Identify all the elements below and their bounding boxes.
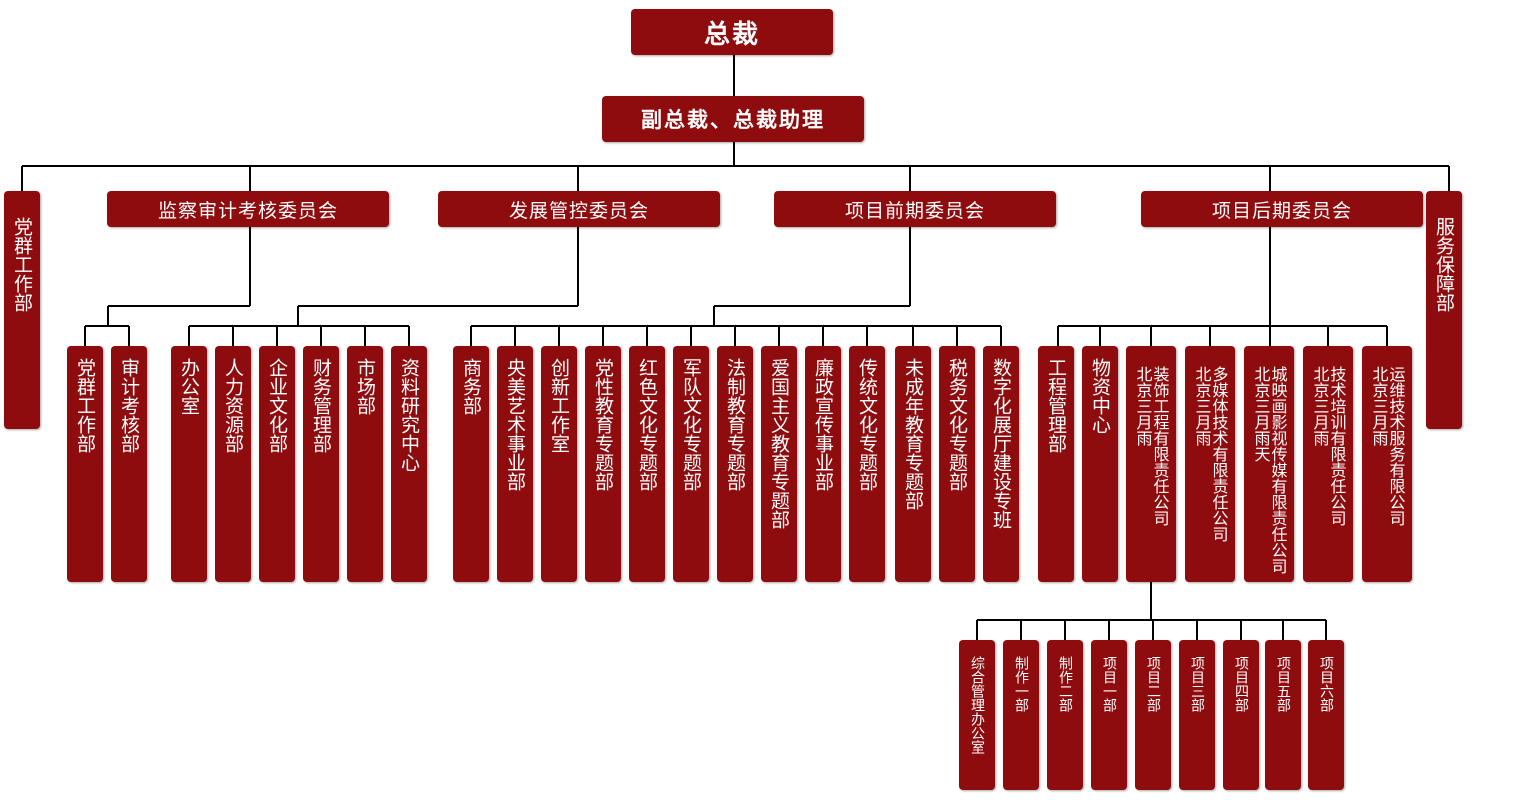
committee-audit-label: 监察审计考核委员会 [157,199,338,222]
early-dept-box: 商务部 [453,346,489,582]
sub-dept-label: 制作二部 [1057,656,1073,712]
early-dept-box: 爱国主义教育专题部 [761,346,797,582]
early-dept-box: 数字化展厅建设专班 [983,346,1019,582]
dev-dept-box: 资料研究中心 [391,346,427,582]
company-name-label: 运维技术服务有限公司 [1386,366,1406,526]
committee-development-box: 发展管控委员会 [438,191,720,227]
company-prefix-label: 北京三月雨天 [1251,366,1271,462]
dev-dept-label: 企业文化部 [266,358,288,453]
late-dept-label: 工程管理部 [1045,358,1067,453]
early-dept-label: 数字化展厅建设专班 [990,358,1012,529]
vp-label: 副总裁、总裁助理 [641,108,825,132]
service-support-dept-label: 服务保障部 [1433,217,1455,312]
late-dept-label: 物资中心 [1089,358,1111,434]
early-dept-label: 央美艺术事业部 [504,358,526,491]
early-dept-label: 传统文化专题部 [856,358,878,491]
audit-dept-box: 党群工作部 [67,346,103,582]
early-dept-label: 创新工作室 [548,358,570,453]
committee-development-label: 发展管控委员会 [508,199,649,222]
early-dept-box: 廉政宣传事业部 [805,346,841,582]
sub-dept-box: 项目三部 [1179,640,1215,790]
sub-dept-box: 制作二部 [1047,640,1083,790]
company-prefix-label: 北京三月雨 [1310,366,1330,446]
early-dept-box: 未成年教育专题部 [895,346,931,582]
dev-dept-box: 人力资源部 [215,346,251,582]
early-dept-box: 税务文化专题部 [939,346,975,582]
early-dept-label: 军队文化专题部 [680,358,702,491]
dev-dept-label: 人力资源部 [222,358,244,453]
company-name-label: 城映画影视传媒有限责任公司 [1268,366,1288,574]
ceo-label: 总裁 [703,19,760,50]
early-dept-label: 商务部 [460,358,482,415]
committee-late-project-label: 项目后期委员会 [1211,199,1352,222]
committee-audit-box: 监察审计考核委员会 [107,191,389,227]
company-name-label: 多媒体技术有限责任公司 [1209,366,1229,542]
dev-dept-box: 企业文化部 [259,346,295,582]
early-dept-label: 法制教育专题部 [724,358,746,491]
dev-dept-label: 市场部 [354,358,376,415]
service-support-dept-box: 服务保障部 [1426,191,1462,429]
committee-early-project-label: 项目前期委员会 [844,199,985,222]
dev-dept-box: 财务管理部 [303,346,339,582]
sub-dept-label: 项目一部 [1101,656,1117,712]
sub-dept-label: 项目三部 [1189,656,1205,712]
sub-dept-label: 项目五部 [1275,656,1291,712]
company-name-label: 技术培训有限责任公司 [1327,366,1347,526]
late-dept-box: 物资中心 [1082,346,1118,582]
sub-dept-box: 项目二部 [1135,640,1171,790]
company-prefix-label: 北京三月雨 [1369,366,1389,446]
early-dept-label: 未成年教育专题部 [902,358,924,510]
ceo-box: 总裁 [631,9,833,55]
dev-dept-box: 市场部 [347,346,383,582]
early-dept-box: 法制教育专题部 [717,346,753,582]
early-dept-box: 传统文化专题部 [849,346,885,582]
early-dept-box: 央美艺术事业部 [497,346,533,582]
sub-dept-box: 项目一部 [1091,640,1127,790]
dev-dept-label: 办公室 [178,358,200,415]
sub-dept-box: 项目五部 [1265,640,1301,790]
sub-dept-label: 制作一部 [1013,656,1029,712]
company-box: 北京三月雨 多媒体技术有限责任公司 [1185,346,1235,582]
party-work-dept-label: 党群工作部 [11,217,33,312]
late-dept-box: 工程管理部 [1038,346,1074,582]
early-dept-box: 红色文化专题部 [629,346,665,582]
committee-late-project-box: 项目后期委员会 [1141,191,1423,227]
sub-dept-label: 项目二部 [1145,656,1161,712]
sub-dept-box: 项目四部 [1223,640,1259,790]
early-dept-label: 党性教育专题部 [592,358,614,491]
company-box: 北京三月雨 装饰工程有限责任公司 [1126,346,1176,582]
sub-dept-label: 项目四部 [1233,656,1249,712]
party-work-dept-box: 党群工作部 [4,191,40,429]
company-box: 北京三月雨天 城映画影视传媒有限责任公司 [1244,346,1294,582]
early-dept-label: 税务文化专题部 [946,358,968,491]
early-dept-box: 军队文化专题部 [673,346,709,582]
sub-dept-box: 综合管理办公室 [959,640,995,790]
sub-dept-box: 制作一部 [1003,640,1039,790]
company-prefix-label: 北京三月雨 [1133,366,1153,446]
early-dept-box: 党性教育专题部 [585,346,621,582]
company-prefix-label: 北京三月雨 [1192,366,1212,446]
company-box: 北京三月雨 技术培训有限责任公司 [1303,346,1353,582]
early-dept-label: 爱国主义教育专题部 [768,358,790,529]
audit-dept-label: 党群工作部 [74,358,96,453]
early-dept-label: 红色文化专题部 [636,358,658,491]
company-box: 北京三月雨 运维技术服务有限公司 [1362,346,1412,582]
audit-dept-label: 审计考核部 [118,358,140,453]
sub-dept-label: 项目六部 [1318,656,1334,712]
dev-dept-box: 办公室 [171,346,207,582]
sub-dept-label: 综合管理办公室 [969,656,985,754]
committee-early-project-box: 项目前期委员会 [774,191,1056,227]
early-dept-box: 创新工作室 [541,346,577,582]
audit-dept-box: 审计考核部 [111,346,147,582]
vp-box: 副总裁、总裁助理 [602,96,864,142]
sub-dept-box: 项目六部 [1308,640,1344,790]
early-dept-label: 廉政宣传事业部 [812,358,834,491]
company-name-label: 装饰工程有限责任公司 [1150,366,1170,526]
dev-dept-label: 资料研究中心 [398,358,420,472]
dev-dept-label: 财务管理部 [310,358,332,453]
